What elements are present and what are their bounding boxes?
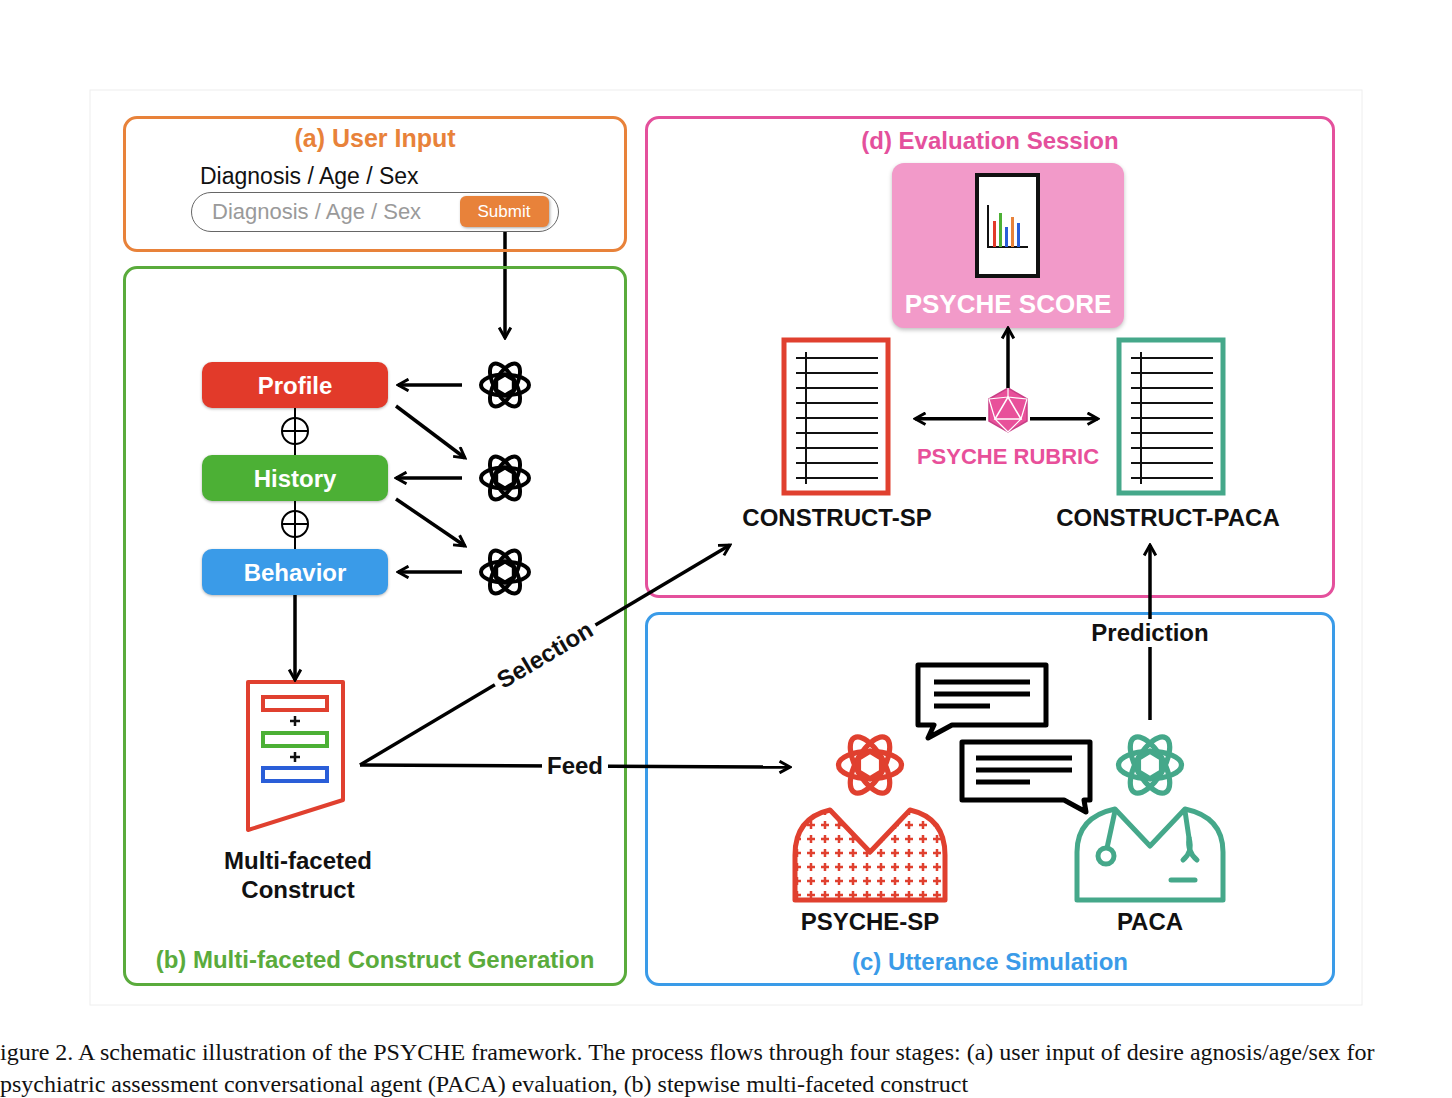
node-label: (d) Evaluation Session <box>648 127 1332 155</box>
input-panel: (a) User InputDiagnosis / Age / SexDiagn… <box>123 116 627 252</box>
node-label: (a) User Input <box>126 124 624 153</box>
document-icon: CONSTRUCT-PACA <box>1098 338 1298 545</box>
node-label: PSYCHE SCORE <box>892 289 1124 320</box>
connector <box>1006 328 1010 388</box>
process-box: Behavior <box>202 549 388 595</box>
llm-arrow <box>396 406 465 458</box>
node-label: Profile <box>202 372 388 400</box>
llm-arrow <box>396 476 462 480</box>
frame <box>90 90 1362 1005</box>
concat-symbol <box>282 418 308 444</box>
agent-icon: PACA <box>1075 720 1225 940</box>
submit-button: Submit <box>460 196 549 227</box>
node-label: (b) Multi-faceted Construct Generation <box>126 946 624 974</box>
patient-icon-art <box>790 720 950 940</box>
node-label: Submit <box>460 202 549 222</box>
node-label: PSYCHE-SP <box>790 908 950 936</box>
construct-icon: Multi-faceted Construct <box>235 680 360 900</box>
llm-arrow <box>398 570 462 574</box>
node-label: Diagnosis / Age / Sex <box>212 199 421 225</box>
connector <box>360 545 730 765</box>
rubric-icon-art <box>986 388 1030 432</box>
node-label: Behavior <box>202 559 388 587</box>
connector <box>294 408 296 455</box>
node-sublabel: Diagnosis / Age / Sex <box>200 163 419 190</box>
llm-logo <box>481 359 529 411</box>
llm-arrow <box>398 383 462 387</box>
process-box: History <box>202 455 388 501</box>
node-label: PACA <box>1075 908 1225 936</box>
agent-icon-art <box>1075 720 1225 940</box>
edge-label: Feed <box>542 752 608 780</box>
node-label: (c) Utterance Simulation <box>648 948 1332 976</box>
document-icon: CONSTRUCT-SP <box>730 338 915 545</box>
concat-symbol <box>282 511 308 537</box>
llm-arrow <box>396 499 465 546</box>
connector <box>915 417 986 421</box>
score-box: PSYCHE SCORE <box>892 163 1124 328</box>
node-label: History <box>202 465 388 493</box>
node-label: CONSTRUCT-PACA <box>1056 504 1280 532</box>
speech-bubble <box>962 742 1090 812</box>
evaluation-panel: (d) Evaluation SessionPSYCHE SCORE CONSTR… <box>645 116 1335 598</box>
speech-bubble <box>918 665 1046 738</box>
llm-logo <box>481 546 529 598</box>
edge-label: Prediction <box>1086 619 1213 647</box>
simulation-panel: (c) Utterance Simulation PSYCHE-SP PACA <box>645 612 1335 986</box>
node-label: Multi-faceted Construct <box>198 846 398 904</box>
generation-panel: (b) Multi-faceted Construct Generation Pr… <box>123 266 627 986</box>
process-box: Profile <box>202 362 388 408</box>
connector <box>293 595 297 680</box>
input-field: Diagnosis / Age / Sex Submit <box>191 192 559 232</box>
node-label: CONSTRUCT-SP <box>742 504 931 532</box>
llm-logo <box>481 452 529 504</box>
connector <box>294 501 296 549</box>
figure-caption: igure 2. A schematic illustration of the… <box>0 1036 1452 1098</box>
submit-arrow <box>503 232 507 338</box>
node-label: PSYCHE RUBRIC <box>917 444 1099 470</box>
edge-label: Selection <box>488 613 603 697</box>
connector <box>1030 417 1098 421</box>
rubric-icon: PSYCHE RUBRIC <box>986 388 1030 432</box>
patient-icon: PSYCHE-SP <box>790 720 950 940</box>
